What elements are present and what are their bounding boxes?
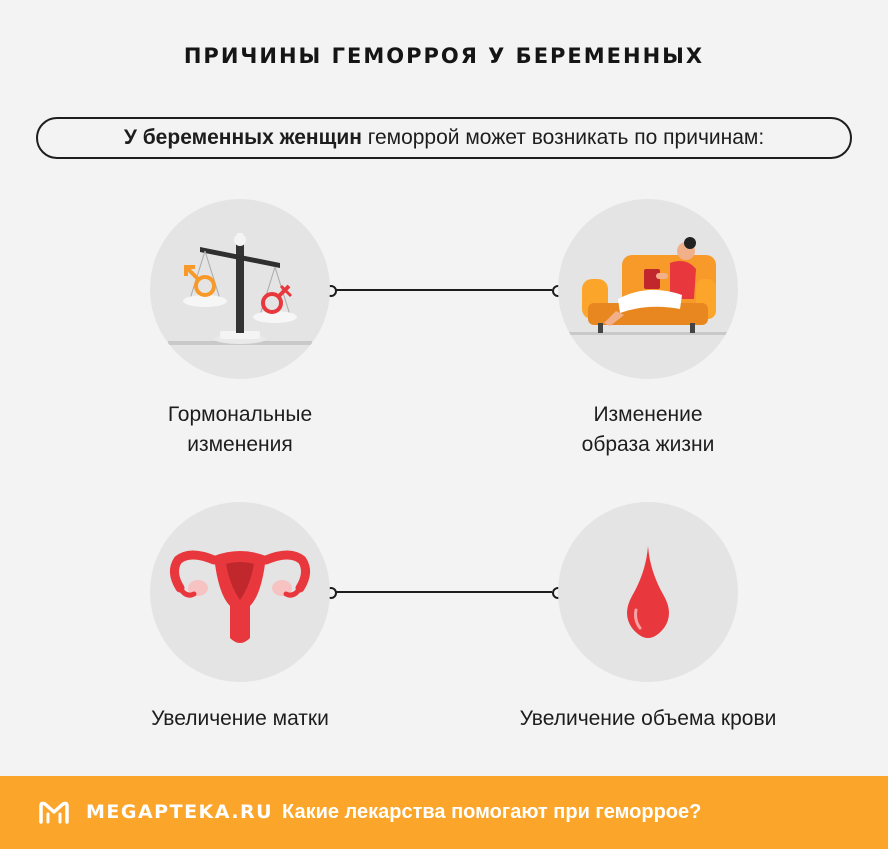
scales-gender-icon (168, 233, 312, 345)
caption-uterus-enlargement: Увеличение матки (151, 707, 329, 730)
blood-volume-circle (558, 502, 738, 682)
hormonal-changes-circle (150, 199, 330, 379)
caption-blood-volume: Увеличение объема крови (519, 707, 777, 730)
caption-lifestyle-change: Изменение образа жизни (488, 400, 808, 460)
caption-line: изменения (187, 433, 293, 456)
intro-text: геморрой может возникать по причинам: (361, 126, 765, 149)
uterus-enlargement-circle (150, 502, 330, 682)
page-title: ПРИЧИНЫ ГЕМОРРОЯ У БЕРЕМЕННЫХ (183, 44, 705, 68)
intro-banner: У беременных женщин геморрой может возни… (36, 117, 852, 159)
brand-name[interactable]: MEGAPTEKA.RU (86, 801, 274, 823)
caption-hormonal-changes: Гормональные изменения (80, 400, 400, 460)
megapteka-logo-icon (39, 801, 69, 824)
intro-bold-text: У беременных женщин (123, 126, 362, 149)
footer-bar: MEGAPTEKA.RU Какие лекарства помогают пр… (0, 776, 888, 849)
caption-line: Изменение (593, 403, 703, 426)
caption-line: Гормональные (167, 403, 313, 426)
connector-line-1 (336, 289, 552, 291)
lifestyle-change-circle (558, 199, 738, 379)
connector-line-2 (336, 591, 552, 593)
caption-line: образа жизни (581, 433, 715, 456)
woman-on-sofa-icon (568, 237, 728, 335)
footer-article-link[interactable]: Какие лекарства помогают при геморрое? (282, 801, 702, 823)
uterus-icon (170, 550, 310, 643)
blood-drop-icon (627, 546, 669, 638)
